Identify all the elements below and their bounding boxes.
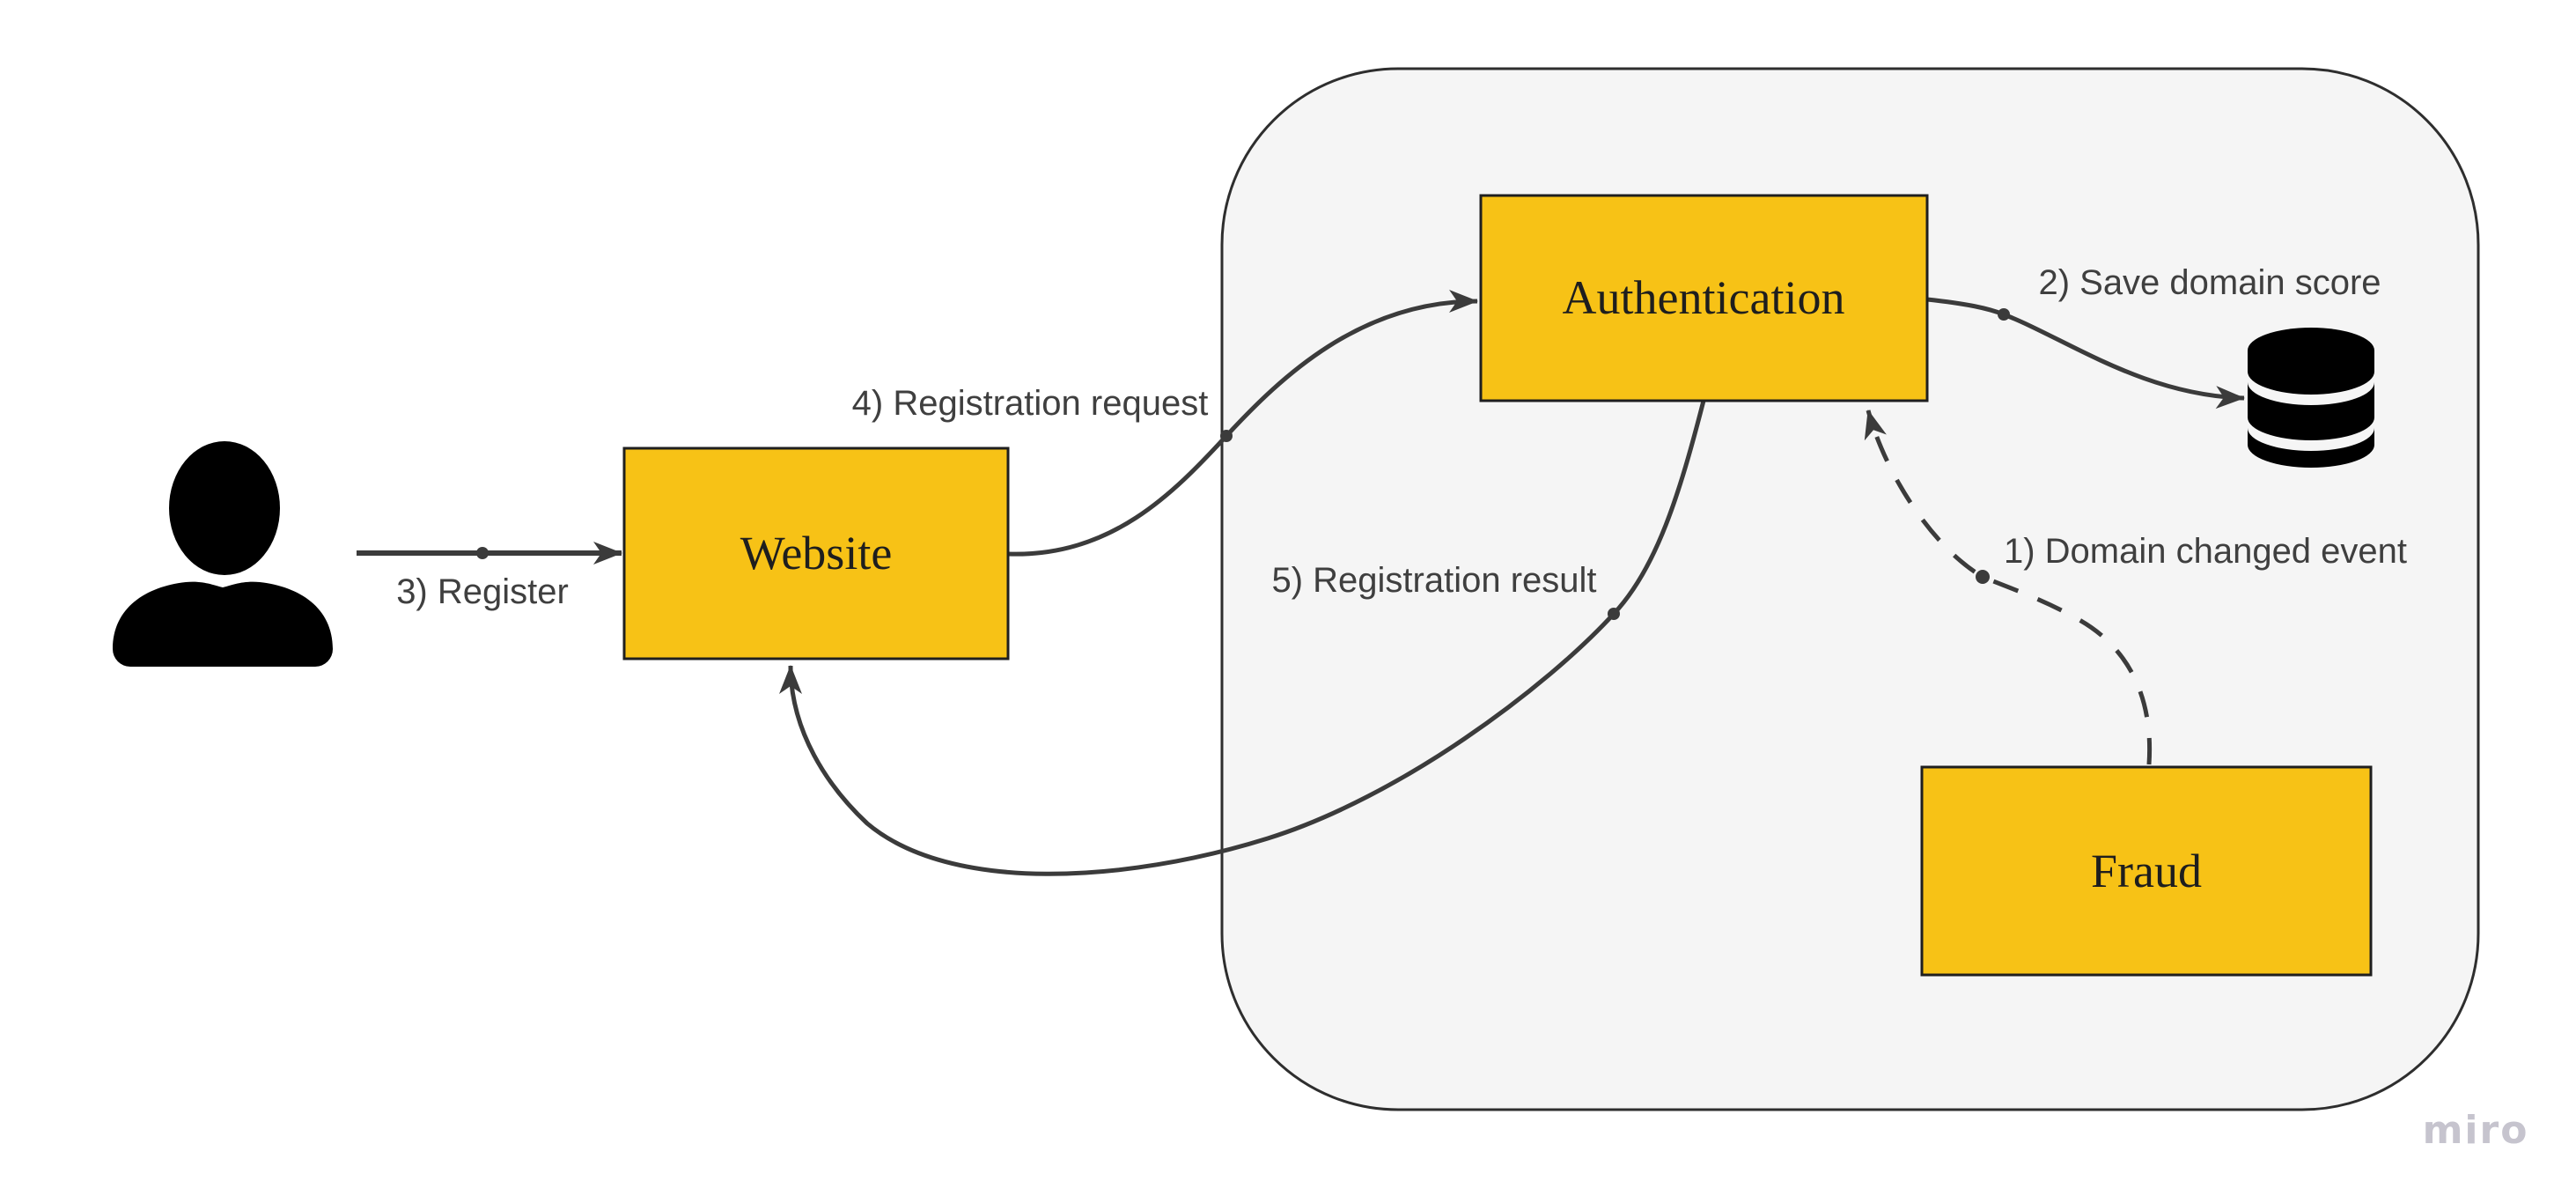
user-icon-body: [113, 581, 333, 667]
edge-register[interactable]: [357, 542, 622, 565]
node-website-rect[interactable]: [622, 447, 1010, 661]
miro-watermark: miro: [2423, 1108, 2529, 1153]
node-authentication-rect[interactable]: [1479, 194, 1929, 402]
edge-label-registration-request[interactable]: 4) Registration request: [852, 384, 1209, 423]
database-icon-disk-3: [2248, 428, 2374, 468]
user-icon[interactable]: [113, 441, 333, 667]
database-icon-disk-1: [2248, 351, 2374, 395]
edge-registration-result-midpoint-dot[interactable]: [1608, 608, 1620, 620]
node-fraud[interactable]: Fraud: [1920, 765, 2373, 977]
node-website[interactable]: Website: [622, 447, 1010, 661]
database-icon[interactable]: [2248, 328, 2374, 468]
node-authentication[interactable]: Authentication: [1479, 194, 1929, 402]
edge-label-registration-result[interactable]: 5) Registration result: [1271, 561, 1596, 600]
edge-register-midpoint-dot[interactable]: [476, 547, 489, 559]
edge-save-domain-score-line[interactable]: [1926, 297, 2245, 410]
edge-label-domain-changed-event[interactable]: 1) Domain changed event: [2004, 532, 2407, 571]
edge-registration-result-line[interactable]: [779, 400, 1706, 876]
edge-save-domain-score-midpoint-dot[interactable]: [1998, 308, 2010, 321]
edge-save-domain-score[interactable]: [1926, 297, 2245, 410]
edge-domain-changed-event-line[interactable]: [1864, 410, 2153, 765]
node-website-label: Website: [740, 527, 893, 579]
edge-registration-request-midpoint-dot[interactable]: [1220, 430, 1233, 442]
edge-registration-result[interactable]: [779, 400, 1706, 876]
edge-registration-request[interactable]: [1007, 290, 1478, 557]
node-authentication-label: Authentication: [1563, 271, 1845, 324]
user-icon-head: [169, 441, 280, 575]
edge-label-save-domain-score[interactable]: 2) Save domain score: [2038, 263, 2381, 302]
edge-domain-changed-event[interactable]: [1864, 410, 2153, 765]
edge-label-register[interactable]: 3) Register: [396, 572, 569, 611]
database-icon-disk-2: [2248, 382, 2374, 440]
node-fraud-label: Fraud: [2091, 845, 2202, 897]
node-fraud-rect[interactable]: [1920, 765, 2373, 977]
edge-domain-changed-event-midpoint-dot[interactable]: [1976, 570, 1990, 584]
